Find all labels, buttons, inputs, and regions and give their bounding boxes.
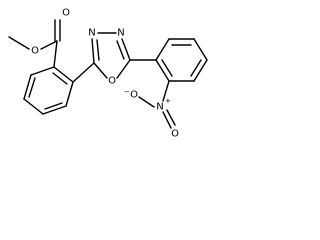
bond-c2-n3 xyxy=(91,38,95,64)
ring1-bond xyxy=(65,81,74,107)
ring1-bond xyxy=(53,66,74,83)
atom-oxadiazole-o1: O xyxy=(108,76,116,87)
bond-methyl-o xyxy=(8,36,30,50)
oxadiazole-ring xyxy=(91,32,131,79)
bond-ring1-oxadiazole xyxy=(72,62,95,83)
atom-ester-carbonyl-o: O xyxy=(62,8,70,19)
ring1-inner-double xyxy=(52,72,68,85)
atom-nitro-o-single: O xyxy=(130,90,138,101)
ring1-inner-double xyxy=(44,102,63,110)
bond-o-carbonyl xyxy=(40,40,58,50)
ring2-bond xyxy=(155,59,170,82)
bond-c2-n3-double xyxy=(96,39,100,61)
ring1-inner-double xyxy=(28,77,36,98)
atom-labels: O O N N O N + O − O xyxy=(31,8,179,140)
bond-c5-o1 xyxy=(116,59,131,79)
atom-nitro-o-double: O xyxy=(171,129,179,140)
atom-oxadiazole-n3: N xyxy=(88,28,95,39)
bond-ring2-nitro xyxy=(162,80,170,102)
ring2-bond xyxy=(193,38,208,61)
bond-nitro-o-double-a xyxy=(162,111,172,129)
charge-nitro-o-single: − xyxy=(124,88,130,96)
bond-nitro-o-double-b xyxy=(166,109,176,126)
bond-nitro-o-single xyxy=(138,96,155,108)
atom-nitro-n: N xyxy=(156,102,163,113)
ring1-bond xyxy=(23,98,44,115)
ring2-bond xyxy=(155,38,170,61)
ring1-bond xyxy=(30,66,55,76)
bond-n4-c5-double xyxy=(116,40,125,60)
charge-nitro-n: + xyxy=(165,97,171,105)
molecule-structure: O O N N O N + O − O xyxy=(8,8,208,140)
ring2-bond xyxy=(193,59,208,82)
atom-oxadiazole-n4: N xyxy=(117,28,124,39)
bond-n4-c5 xyxy=(121,38,131,61)
bond-carbonyl-ring xyxy=(53,40,58,68)
benzoate-ring xyxy=(23,66,74,115)
ring1-bond xyxy=(23,74,32,100)
nitrophenyl-ring xyxy=(155,38,208,82)
bond-o1-c2 xyxy=(93,62,108,79)
ring2-inner-double xyxy=(161,59,173,77)
ring2-inner-double xyxy=(190,59,202,77)
atom-ester-ether-o: O xyxy=(31,46,39,57)
ring1-bond xyxy=(42,105,67,115)
